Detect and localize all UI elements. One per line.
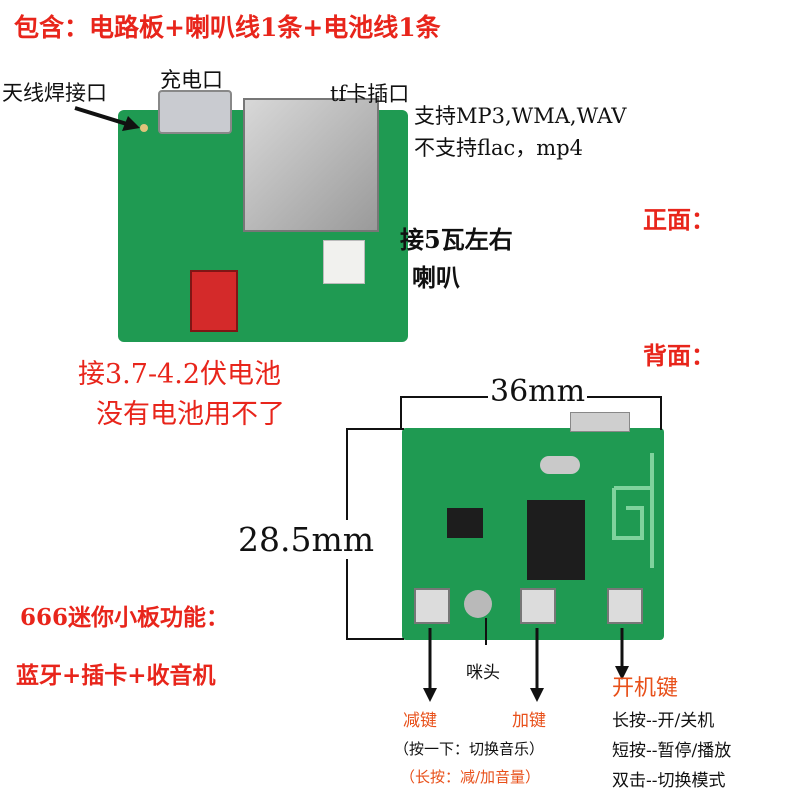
mic-shape [464,590,492,618]
formats-supported: 支持MP3,WMA,WAV [414,104,627,128]
battery-note-1: 接3.7-4.2伏电池 [78,359,282,390]
width-dimension: 36mm [488,374,588,409]
speaker-note-1: 接5瓦左右 [400,225,513,254]
speaker-note-2: 喇叭 [412,263,460,292]
front-label: 正面： [643,205,715,234]
speaker-connector [323,240,365,284]
height-dim-bottom [346,638,404,640]
battery-note-2: 没有电池用不了 [96,399,285,430]
back-label: 背面： [643,341,715,370]
features-title: 666迷你小板功能： [20,604,230,631]
press-once-note: （按一下：切换音乐） [394,740,545,758]
battery-connector [190,270,238,332]
vol-up-button-shape [520,588,556,624]
height-dim-top [346,428,404,430]
long-press-vol-note: （长按：减/加音量） [400,768,541,786]
vol-down-label: 减键 [403,711,437,731]
height-dimension: 28.5mm [238,520,375,559]
tf-slot-label: tf卡插口 [330,82,410,106]
antenna-trace [612,453,654,568]
features-list: 蓝牙+插卡+收音机 [16,662,216,689]
tf-card-slot [243,98,379,232]
back-usb-tab [570,412,630,432]
power-double-note: 双击--切换模式 [612,771,726,791]
vol-down-button-shape [414,588,450,624]
power-key-label: 开机键 [612,676,679,701]
back-board [402,412,664,640]
front-board [118,90,408,342]
crystal [540,456,580,474]
contents-title: 包含：电路板+喇叭线1条+电池线1条 [14,13,441,42]
width-dim-left [400,396,402,430]
usb-port [158,90,232,134]
width-dim-right [660,396,662,430]
antenna-label: 天线焊接口 [2,81,107,105]
mic-label: 咪头 [466,663,500,683]
power-long-note: 长按--开/关机 [612,711,715,731]
formats-unsupported: 不支持flac，mp4 [414,136,584,160]
power-short-note: 短按--暂停/播放 [612,741,732,761]
small-chip [447,508,483,538]
charge-port-label: 充电口 [160,68,223,92]
antenna-pad [140,124,148,132]
vol-up-label: 加键 [512,711,546,731]
ic-chip [527,500,585,580]
power-button-shape [607,588,643,624]
